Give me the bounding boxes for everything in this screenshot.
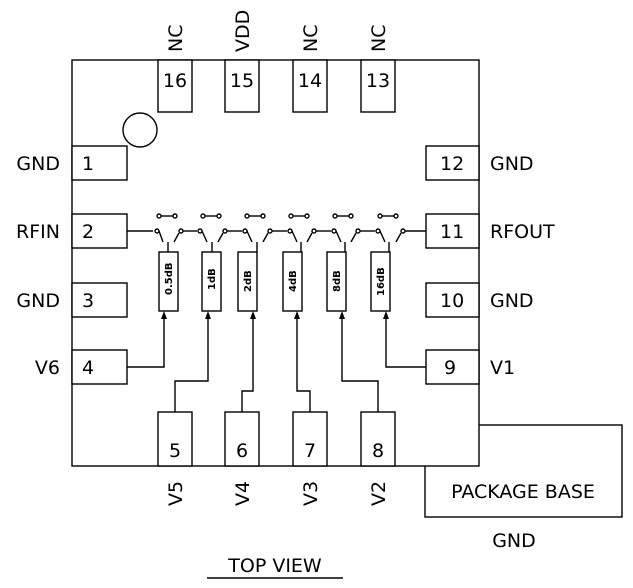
pin-13: 13 NC <box>360 25 396 113</box>
pin-3: 3 GND <box>16 282 128 318</box>
pin-number: 8 <box>372 440 384 462</box>
pin-number: 14 <box>298 70 322 92</box>
pin-number: 5 <box>169 440 181 462</box>
pin-1: 1 GND <box>16 145 128 181</box>
pin-number: 1 <box>82 153 94 175</box>
switch-stage-4 <box>272 213 317 243</box>
switch-stage-1 <box>154 213 184 243</box>
pin-number: 12 <box>440 153 464 175</box>
package-body <box>71 59 480 467</box>
pin-label: VDD <box>232 10 254 52</box>
attenuator-label: 16dB <box>376 267 387 296</box>
pin-number: 16 <box>163 70 187 92</box>
pin-label: GND <box>490 290 534 312</box>
switch-stage-2 <box>183 213 228 243</box>
attenuator-8db: 8dB <box>326 242 347 312</box>
switch-stage-3 <box>227 213 273 243</box>
pin-2: 2 RFIN <box>16 213 128 249</box>
attenuator-label: 4dB <box>288 270 299 292</box>
pin-4: 4 V6 <box>35 349 128 385</box>
pin-label: V2 <box>368 481 390 506</box>
package-base-label: PACKAGE BASE <box>451 481 595 503</box>
attenuator-label: 2dB <box>243 270 254 292</box>
attenuator-label: 1dB <box>207 268 218 290</box>
pin-number: 13 <box>366 70 390 92</box>
pin1-indicator <box>122 112 158 148</box>
package-base-ground-label: GND <box>492 530 536 552</box>
pin-number: 10 <box>440 290 464 312</box>
pin-number: 9 <box>444 357 456 379</box>
switch-stage-5 <box>316 213 361 243</box>
pin-label: V5 <box>165 481 187 506</box>
pin-label: GND <box>16 290 60 312</box>
pin-label: GND <box>16 153 60 175</box>
pin-number: 4 <box>82 357 94 379</box>
control-lines <box>127 311 426 412</box>
attenuator-label: 0.5dB <box>164 263 175 296</box>
pin-label: V1 <box>490 357 515 379</box>
pin-number: 7 <box>304 440 316 462</box>
pin-label: NC <box>300 25 322 52</box>
pin-number: 2 <box>82 221 94 243</box>
pin-number: 3 <box>82 290 94 312</box>
pin-number: 15 <box>230 70 254 92</box>
pin-label: GND <box>490 153 534 175</box>
pin-15: 15 VDD <box>224 10 260 113</box>
pin-9: 9 V1 <box>425 349 515 385</box>
pin-16: 16 NC <box>157 25 193 113</box>
pin-label: RFIN <box>16 221 60 243</box>
attenuator-2db: 2dB <box>237 242 258 312</box>
pin-label: V4 <box>232 481 254 506</box>
pin-label: RFOUT <box>490 221 555 243</box>
pin-label: NC <box>368 25 390 52</box>
pin-10: 10 GND <box>425 282 534 318</box>
view-label: TOP VIEW <box>227 555 322 577</box>
pin-number: 6 <box>236 440 248 462</box>
attenuator-0p5db: 0.5dB <box>158 242 179 312</box>
attenuator-label: 8dB <box>332 270 343 292</box>
attenuator-16db: 16dB <box>370 242 391 312</box>
pin-11: 11 RFOUT <box>425 213 555 249</box>
pin-12: 12 GND <box>425 145 534 181</box>
switch-stage-6 <box>360 213 426 243</box>
pin-number: 11 <box>440 221 464 243</box>
pin-5: 5 V5 <box>157 411 193 506</box>
pin-label: V6 <box>35 357 60 379</box>
attenuator-1db: 1dB <box>201 242 222 312</box>
pin-8: 8 V2 <box>360 411 396 506</box>
attenuator-4db: 4dB <box>282 242 303 312</box>
pin-label: NC <box>165 25 187 52</box>
pin-6: 6 V4 <box>224 411 260 506</box>
pin-label: V3 <box>300 481 322 506</box>
pin-7: 7 V3 <box>292 411 328 506</box>
rf-switch-chain <box>127 213 426 243</box>
pin-14: 14 NC <box>292 25 328 113</box>
